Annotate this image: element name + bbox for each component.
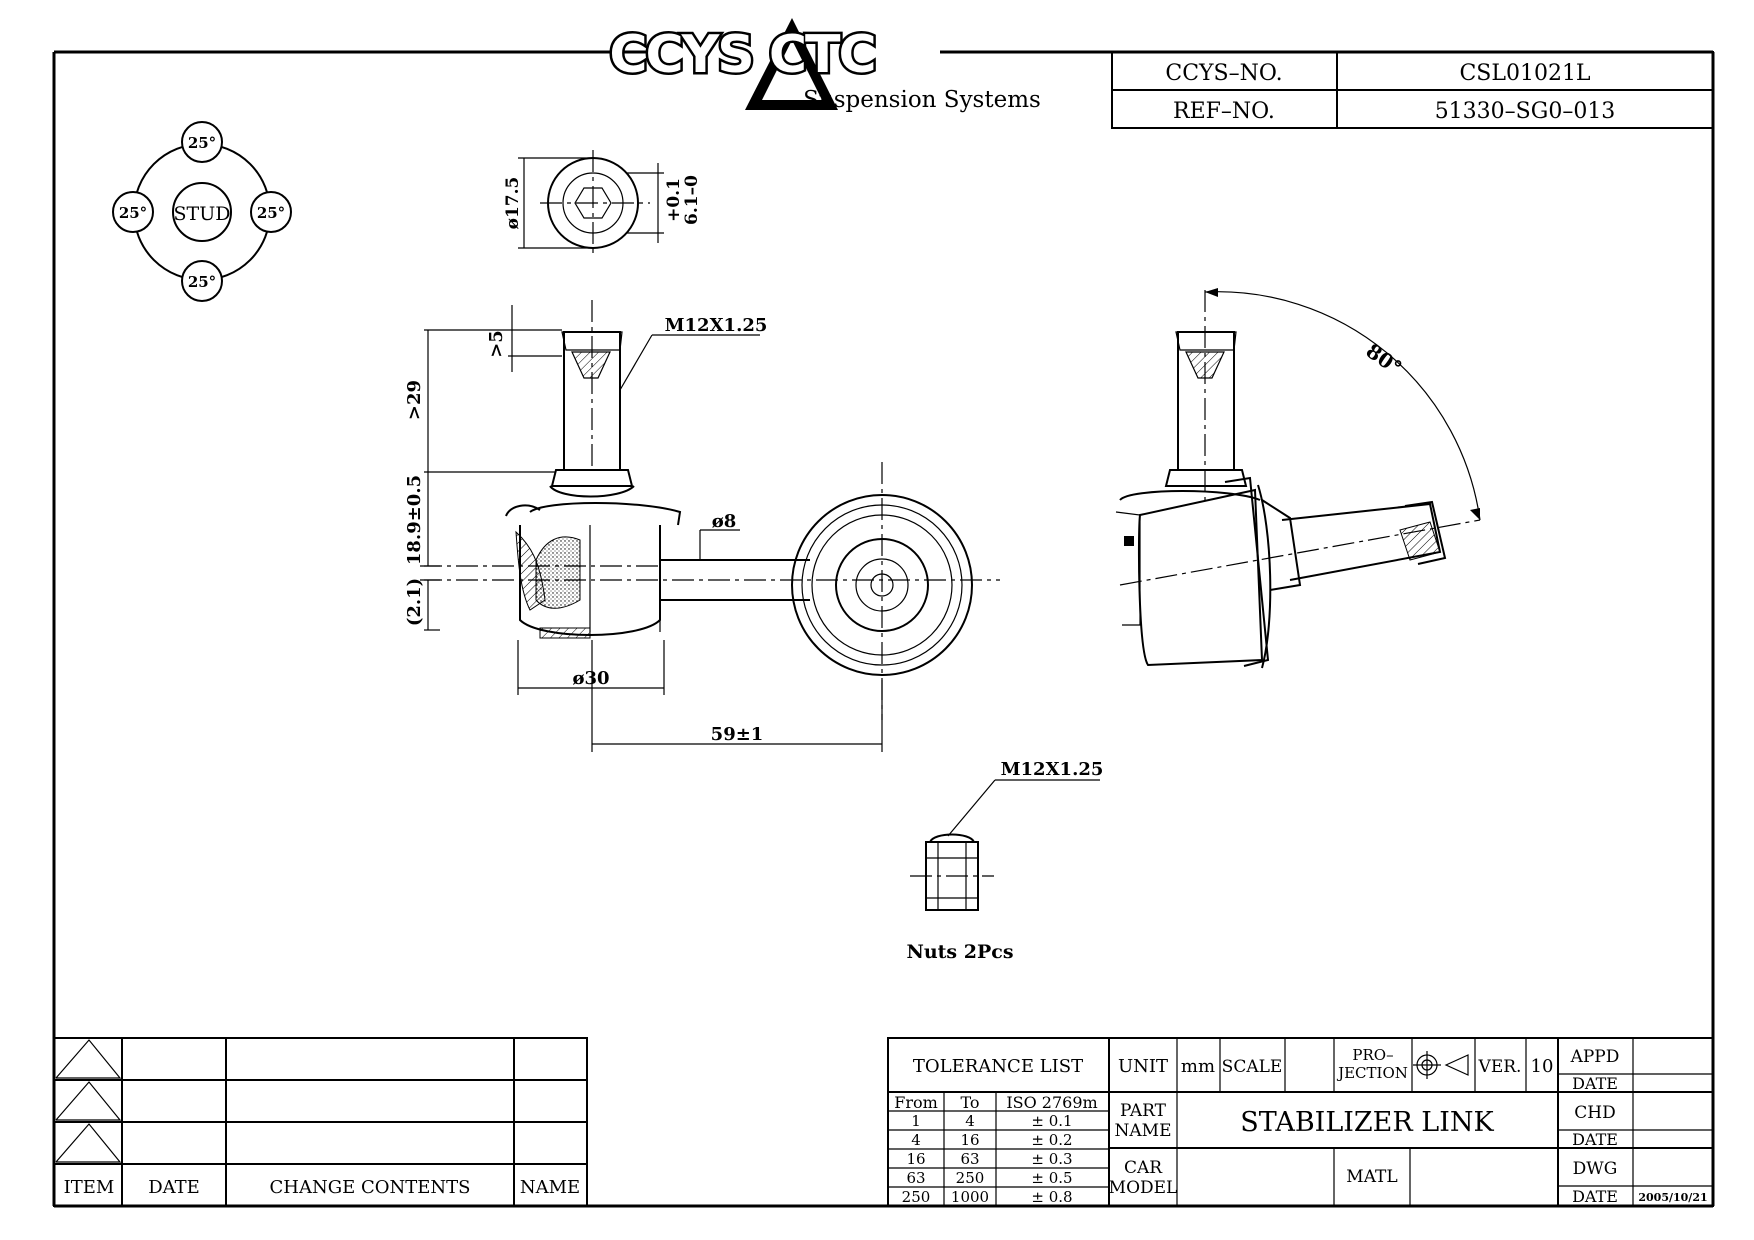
link-front-view: M12X1.25 >5 >29 18.9±0.5 (2.1) ø8 ø30 59… <box>404 300 1000 752</box>
ref-no-label: REF–NO. <box>1173 99 1275 124</box>
tolerance-row-value: ± 0.2 <box>1031 1131 1072 1149</box>
part-name-value: STABILIZER LINK <box>1240 1107 1494 1138</box>
unit-value: mm <box>1181 1056 1215 1077</box>
stud-center-label: STUD <box>174 203 231 225</box>
projection-label-1: PRO– <box>1352 1046 1393 1064</box>
dim-offset: (2.1) <box>404 578 425 626</box>
tolerance-row-from: 63 <box>906 1169 925 1187</box>
stud-angle-left: 25° <box>119 204 147 222</box>
ccys-no-label: CCYS–NO. <box>1165 61 1282 86</box>
tolerance-row-value: ± 0.8 <box>1031 1188 1072 1206</box>
scale-label: SCALE <box>1222 1057 1283 1077</box>
tolerance-row-value: ± 0.5 <box>1031 1169 1072 1187</box>
projection-label-2: JECTION <box>1336 1064 1408 1082</box>
ver-value: 10 <box>1531 1056 1554 1077</box>
dwg-date-label: DATE <box>1572 1187 1618 1206</box>
tolerance-row-to: 63 <box>960 1150 979 1168</box>
dim-thread-nut: M12X1.25 <box>1001 759 1104 780</box>
tolerance-row-from: 1 <box>911 1112 921 1130</box>
dim-swing-angle: 80° <box>1362 339 1407 380</box>
stud-angle-right: 25° <box>257 204 285 222</box>
tolerance-header-to: To <box>960 1093 979 1112</box>
chd-label: CHD <box>1574 1103 1615 1123</box>
brand-tagline: Suspension Systems <box>803 87 1041 113</box>
dim-body-diameter: ø30 <box>572 668 609 689</box>
dim-rod-diameter: ø8 <box>712 511 737 532</box>
ver-label: VER. <box>1478 1057 1522 1077</box>
car-model-label-1: CAR <box>1124 1158 1163 1178</box>
dwg-date-value: 2005/10/21 <box>1638 1191 1707 1204</box>
part-name-label-1: PART <box>1120 1101 1167 1121</box>
brand-logo: CCYS CTC Suspension Systems <box>607 18 1041 113</box>
sheet-border <box>52 50 1715 1208</box>
tolerance-header-from: From <box>894 1093 938 1112</box>
revision-header-item: ITEM <box>64 1177 115 1198</box>
dim-thread-main: M12X1.25 <box>665 315 768 336</box>
third-angle-projection-icon <box>1413 1051 1469 1079</box>
appd-label: APPD <box>1570 1047 1620 1067</box>
dim-top-diameter: ø17.5 <box>503 177 523 230</box>
chd-date-label: DATE <box>1572 1130 1618 1149</box>
tolerance-title: TOLERANCE LIST <box>913 1056 1083 1077</box>
tolerance-row-value: ± 0.3 <box>1031 1150 1072 1168</box>
dim-length: 59±1 <box>711 724 764 745</box>
ref-no-value: 51330–SG0–013 <box>1435 99 1616 124</box>
stud-angle-diagram: STUD 25° 25° 25° 25° <box>112 121 292 302</box>
revision-header-date: DATE <box>148 1177 200 1198</box>
stud-angle-top: 25° <box>188 134 216 152</box>
unit-label: UNIT <box>1118 1056 1168 1077</box>
part-name-label-2: NAME <box>1115 1121 1172 1141</box>
tolerance-row-value: ± 0.1 <box>1031 1112 1072 1130</box>
stud-angle-bottom: 25° <box>188 273 216 291</box>
appd-date-label: DATE <box>1572 1074 1618 1093</box>
nuts-note: Nuts 2Pcs <box>906 941 1013 963</box>
dim-height: 18.9±0.5 <box>404 475 425 565</box>
dim-top-tolerance-a: +0.1 <box>664 178 684 222</box>
tolerance-row-from: 16 <box>906 1150 925 1168</box>
tolerance-row-to: 250 <box>956 1169 985 1187</box>
nut-view: M12X1.25 Nuts 2Pcs <box>906 759 1103 963</box>
matl-label: MATL <box>1346 1167 1397 1187</box>
tolerance-row-to: 4 <box>965 1112 975 1130</box>
tolerance-row-from: 250 <box>902 1188 931 1206</box>
car-model-label-2: MODEL <box>1109 1178 1178 1198</box>
revision-header-change-contents: CHANGE CONTENTS <box>270 1177 471 1198</box>
revision-header-name: NAME <box>520 1177 580 1198</box>
dwg-label: DWG <box>1573 1159 1618 1179</box>
tolerance-row-from: 4 <box>911 1131 921 1149</box>
tolerance-header-iso: ISO 2769m <box>1006 1093 1097 1112</box>
header-number-box: CCYS–NO. CSL01021L REF–NO. 51330–SG0–013 <box>1111 51 1714 129</box>
tolerance-row-to: 1000 <box>951 1188 989 1206</box>
stud-top-view: ø17.5 +0.1 6.1–0 <box>503 150 702 258</box>
link-side-view: 80° <box>1115 288 1481 669</box>
dim-gt5: >5 <box>486 330 507 358</box>
dim-gt29: >29 <box>404 380 425 420</box>
dim-top-tolerance-b: 6.1–0 <box>682 175 702 225</box>
ccys-no-value: CSL01021L <box>1459 61 1590 86</box>
title-block: TOLERANCE LIST From To ISO 2769m 1 4 ± 0… <box>887 1037 1714 1207</box>
revision-table: ITEM DATE CHANGE CONTENTS NAME <box>53 1037 588 1207</box>
tolerance-row-to: 16 <box>960 1131 979 1149</box>
logo-wordmark: CCYS CTC <box>609 25 874 85</box>
